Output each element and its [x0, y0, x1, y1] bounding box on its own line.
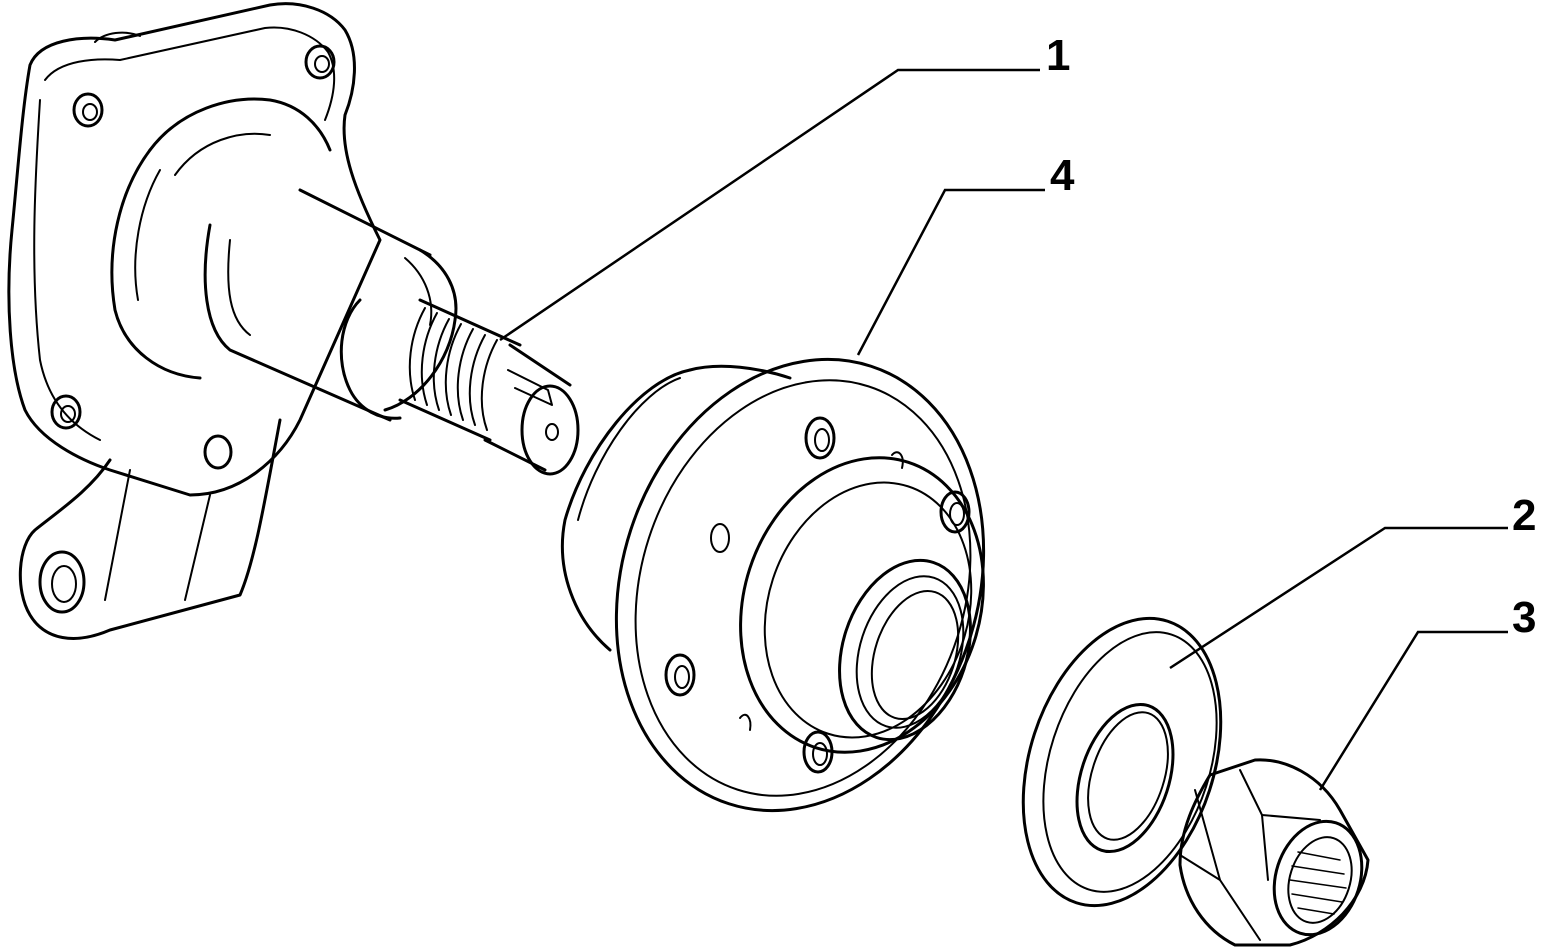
steering-knuckle — [7, 2, 580, 640]
callout-4-label: 4 — [1050, 151, 1075, 200]
leader-3 — [1318, 630, 1508, 791]
axle-threads — [408, 307, 498, 431]
leader-2 — [1169, 526, 1508, 670]
callout-1-label: 1 — [1046, 31, 1070, 80]
hub-nut — [1178, 758, 1370, 947]
washer — [1021, 616, 1223, 908]
callout-2-label: 2 — [1512, 491, 1536, 540]
callout-3-label: 3 — [1512, 593, 1536, 642]
wheel-hub — [560, 357, 986, 813]
leader-4 — [856, 188, 1045, 356]
leader-1 — [499, 68, 1040, 342]
nut-threads — [1289, 851, 1347, 915]
